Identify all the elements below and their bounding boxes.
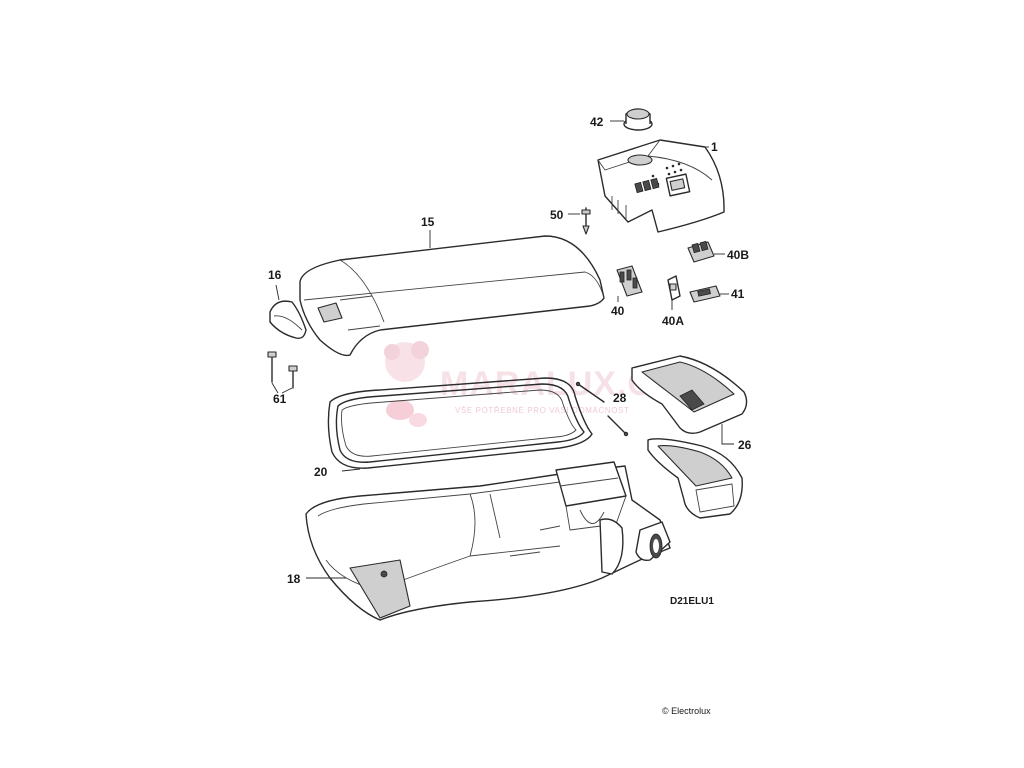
part-16-cap: [269, 284, 307, 340]
watermark: MARALUX.CZ VŠE POTŘEBNÉ PRO VAŠI DOMÁCNO…: [384, 341, 674, 427]
label-part-40a: 40A: [662, 314, 684, 328]
part-labels: 42 1 50 15 40B 16 41 40 40A 61 28 26 20 …: [268, 115, 752, 716]
part-40-switch: [616, 265, 643, 302]
label-part-26: 26: [738, 438, 752, 452]
part-41-switch: [689, 285, 729, 303]
label-part-42: 42: [590, 115, 604, 129]
copyright-notice: © Electrolux: [662, 706, 711, 716]
part-40b-switch: [687, 240, 725, 263]
label-part-15: 15: [421, 215, 435, 229]
drawing-code: D21ELU1: [670, 596, 714, 607]
watermark-tagline: VŠE POTŘEBNÉ PRO VAŠI DOMÁCNOST: [455, 406, 629, 415]
part-28-springs: [575, 381, 629, 437]
part-40a-switch: [667, 275, 681, 310]
label-part-41: 41: [731, 287, 745, 301]
label-part-20: 20: [314, 465, 328, 479]
label-part-40: 40: [611, 304, 625, 318]
watermark-logo-figure: [384, 341, 429, 427]
part-20-gasket: [327, 377, 593, 472]
part-50-pin: [568, 207, 591, 235]
part-26-hinge: [631, 355, 748, 519]
part-15-lid: [299, 230, 605, 357]
label-part-40b: 40B: [727, 248, 749, 262]
label-part-28: 28: [613, 391, 627, 405]
part-18-tub-frame: [305, 461, 671, 621]
part-61-screws: [267, 351, 298, 394]
label-part-61: 61: [273, 392, 287, 406]
part-1-control-panel: [597, 139, 725, 233]
label-part-16: 16: [268, 268, 282, 282]
label-part-1: 1: [711, 140, 718, 154]
label-part-18: 18: [287, 572, 301, 586]
part-42-knob: [610, 108, 653, 131]
label-part-50: 50: [550, 208, 564, 222]
